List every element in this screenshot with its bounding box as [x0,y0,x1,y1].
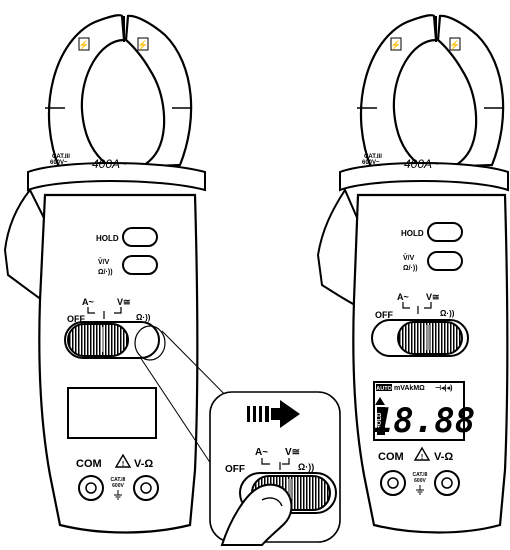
left-mode-label-top: V̄/V [98,257,110,266]
left-range-label: 400A~ [92,157,127,171]
left-jaw-icon-r: ⚡ [137,39,148,51]
left-hold-button[interactable] [122,227,158,247]
right-trigger-lever[interactable] [316,187,360,307]
lcd-hold-indicator: HOLD [377,412,383,430]
right-mode-label-top: V̄/V [403,253,415,262]
left-trigger-lever[interactable] [3,188,47,302]
right-switch-v: V≅ [426,292,440,302]
left-lcd-display [67,387,157,439]
right-function-slider[interactable] [397,321,463,355]
right-clamp-jaw [359,14,505,172]
left-switch-a: A~ [82,297,94,307]
left-meter-body [38,193,199,534]
right-com-label: COM [378,451,404,463]
left-zoom-marker [134,325,166,361]
inset-switch-a: A~ [255,447,268,458]
left-switch-off: OFF [67,314,85,324]
left-hold-label: HOLD [96,234,119,243]
inset-switch-off: OFF [225,464,245,475]
zoom-inset: A~ V≅ OFF Ω·)) [209,391,341,546]
finger-icon [220,483,293,546]
left-mode-button[interactable] [122,255,158,275]
right-switch-a: A~ [397,292,409,302]
right-lcd-display: AUTO mVAkMΩ ⊣◂|◂) HOLD 18.88 [373,381,475,441]
right-hold-button[interactable] [427,222,463,242]
right-switch-off: OFF [375,310,393,320]
right-warning-icon [413,446,431,461]
svg-text:!: ! [421,454,423,461]
right-mode-button[interactable] [427,251,463,271]
svg-text:!: ! [122,461,124,468]
lcd-unit-indicators: mVAkMΩ [394,385,425,392]
left-switch-v: V≅ [117,297,131,307]
lcd-symbol-indicators: ⊣◂|◂) [435,384,452,392]
left-clamp-jaw [47,14,193,172]
right-jaw-icon-r: ⚡ [449,39,460,51]
left-vohm-label: V-Ω [134,458,153,470]
left-warning-icon [114,453,132,468]
lcd-auto-indicator: AUTO [376,386,392,392]
right-vohm-label: V-Ω [434,451,453,463]
left-mode-label-bottom: Ω/·)) [98,269,113,276]
lcd-reading: 18.88 [373,401,475,441]
left-jaw-icon-l: ⚡ [78,39,89,51]
left-function-slider[interactable] [67,323,129,357]
right-collar [339,162,509,192]
right-jaw-icon-l: ⚡ [390,39,401,51]
inset-switch-v: V≅ [285,447,300,458]
right-meter-body [352,193,509,534]
inset-switch-ohm: Ω·)) [298,462,314,472]
right-mode-label-bottom: Ω/·)) [403,265,418,272]
right-switch-ohm: Ω·)) [440,309,455,318]
arrow-right-dashed-icon [247,400,300,428]
right-hold-label: HOLD [401,229,424,238]
left-switch-ohm: Ω·)) [136,313,151,322]
left-com-label: COM [76,458,102,470]
left-collar [27,162,206,192]
right-range-label: 400A~ [404,157,439,171]
